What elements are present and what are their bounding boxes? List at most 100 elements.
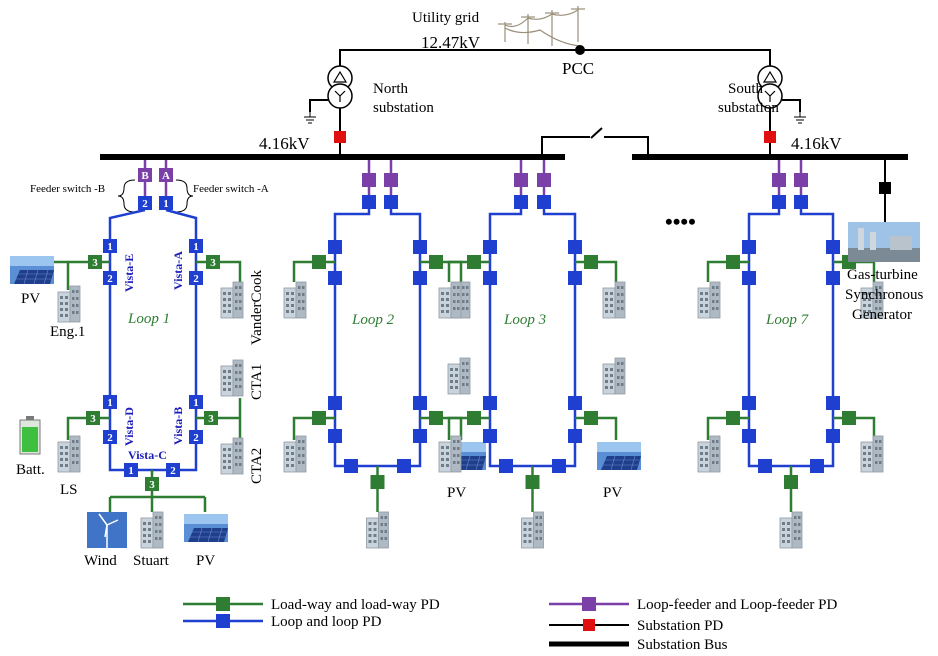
loop-pd[interactable] — [568, 429, 582, 443]
loop-7-label: Loop 7 — [765, 312, 810, 328]
loop-pd[interactable] — [742, 396, 756, 410]
pd-number: 2 — [142, 198, 148, 210]
vista-c-load-pd[interactable] — [145, 477, 159, 491]
load-way-pd[interactable] — [525, 475, 540, 489]
load-way-pd[interactable] — [429, 411, 443, 425]
load-way-pd[interactable] — [726, 255, 740, 269]
load-way-pd[interactable] — [842, 411, 856, 425]
pd-number: 1 — [163, 198, 169, 210]
vista-e-load-pd[interactable] — [88, 255, 102, 269]
loop-pd[interactable] — [413, 429, 427, 443]
load-way-pd[interactable] — [584, 255, 598, 269]
load-way-pd[interactable] — [726, 411, 740, 425]
loop-pd[interactable] — [742, 429, 756, 443]
feeder-pd-b[interactable] — [138, 196, 152, 210]
loop-pd[interactable] — [826, 396, 840, 410]
loop-pd[interactable] — [826, 429, 840, 443]
vista-e-label: Vista-E — [122, 254, 136, 292]
loop-pd[interactable] — [328, 396, 342, 410]
vista-c-pd-1[interactable] — [124, 463, 138, 477]
building-icon — [602, 357, 626, 395]
load-way-pd[interactable] — [429, 255, 443, 269]
feeder-switch-a[interactable] — [159, 168, 173, 182]
load-way-pd[interactable] — [467, 255, 481, 269]
loop-feeder-pd[interactable] — [772, 173, 786, 187]
loop-pd[interactable] — [483, 396, 497, 410]
loop-feeder-pd[interactable] — [384, 173, 398, 187]
vista-b-pd-2[interactable] — [189, 430, 203, 444]
loop-line — [333, 209, 422, 468]
vista-b-pd-1[interactable] — [189, 395, 203, 409]
loop-pd[interactable] — [537, 195, 551, 209]
feeder-switch-b-label: Feeder switch -B — [30, 183, 105, 195]
loop-pd[interactable] — [328, 429, 342, 443]
vista-a-pd-1[interactable] — [189, 239, 203, 253]
loop-pd[interactable] — [758, 459, 772, 473]
loop-feeder-pd[interactable] — [794, 173, 808, 187]
vista-b-load-pd[interactable] — [204, 411, 218, 425]
vista-d-load-pd[interactable] — [86, 411, 100, 425]
loop-pd[interactable] — [397, 459, 411, 473]
loop-pd[interactable] — [772, 195, 786, 209]
pd-number: 3 — [92, 257, 98, 269]
loop-pd[interactable] — [344, 459, 358, 473]
hv-voltage-label: 12.47kV — [421, 33, 481, 52]
loop-pd[interactable] — [328, 271, 342, 285]
loop-pd[interactable] — [826, 271, 840, 285]
generator-label-1: Gas-turbine — [847, 267, 918, 283]
loop-feeder-pd[interactable] — [537, 173, 551, 187]
loop-pd[interactable] — [362, 195, 376, 209]
loop-pd[interactable] — [568, 396, 582, 410]
loop-pd[interactable] — [384, 195, 398, 209]
feeder-switch-b[interactable] — [138, 168, 152, 182]
tie-switch[interactable] — [541, 127, 649, 157]
vista-d-pd-2[interactable] — [103, 430, 117, 444]
ls-label: LS — [60, 482, 78, 498]
loop-pd[interactable] — [568, 240, 582, 254]
loop-feeder-pd[interactable] — [514, 173, 528, 187]
vista-a-load-pd[interactable] — [206, 255, 220, 269]
vista-e-pd-2[interactable] — [103, 271, 117, 285]
vista-d-pd-1[interactable] — [103, 395, 117, 409]
loop-pd[interactable] — [483, 240, 497, 254]
legend-loop-feeder-label: Loop-feeder and Loop-feeder PD — [637, 597, 837, 613]
vista-c-pd-2[interactable] — [166, 463, 180, 477]
loop-pd[interactable] — [742, 240, 756, 254]
loop-pd[interactable] — [742, 271, 756, 285]
load-way-pd[interactable] — [370, 475, 385, 489]
load-way-pd[interactable] — [312, 411, 326, 425]
building-icon — [140, 511, 164, 549]
loop-pd[interactable] — [413, 271, 427, 285]
pd-number: 1 — [193, 397, 199, 409]
pcc-node — [575, 45, 585, 55]
vista-a-pd-2[interactable] — [189, 271, 203, 285]
vista-e-pd-1[interactable] — [103, 239, 117, 253]
loop-pd[interactable] — [328, 240, 342, 254]
loop-pd[interactable] — [794, 195, 808, 209]
loop-pd[interactable] — [413, 240, 427, 254]
legend-load-way: Load-way and load-way PD — [183, 597, 440, 613]
north-lv-voltage-label: 4.16kV — [259, 134, 310, 153]
pd-number: 1 — [128, 465, 134, 477]
loop-pd[interactable] — [552, 459, 566, 473]
loop-pd[interactable] — [826, 240, 840, 254]
loop-pd[interactable] — [514, 195, 528, 209]
generator-pd[interactable] — [879, 182, 891, 194]
loop-pd[interactable] — [810, 459, 824, 473]
building-icon — [602, 281, 626, 319]
loop-feeder-pd[interactable] — [362, 173, 376, 187]
load-way-pd[interactable] — [467, 411, 481, 425]
loop-pd[interactable] — [413, 396, 427, 410]
feeder-pd-a[interactable] — [159, 196, 173, 210]
load-way-pd[interactable] — [312, 255, 326, 269]
loop-pd[interactable] — [499, 459, 513, 473]
loop-pd[interactable] — [483, 271, 497, 285]
loop-pd[interactable] — [568, 271, 582, 285]
load-way-pd[interactable] — [784, 475, 798, 489]
pd-number: 3 — [149, 479, 155, 491]
loop-2-pv-label: PV — [447, 485, 466, 501]
loop-pd[interactable] — [483, 429, 497, 443]
loop-1-label: Loop 1 — [127, 311, 170, 327]
load-way-pd[interactable] — [584, 411, 598, 425]
loop-2-label: Loop 2 — [351, 312, 395, 328]
